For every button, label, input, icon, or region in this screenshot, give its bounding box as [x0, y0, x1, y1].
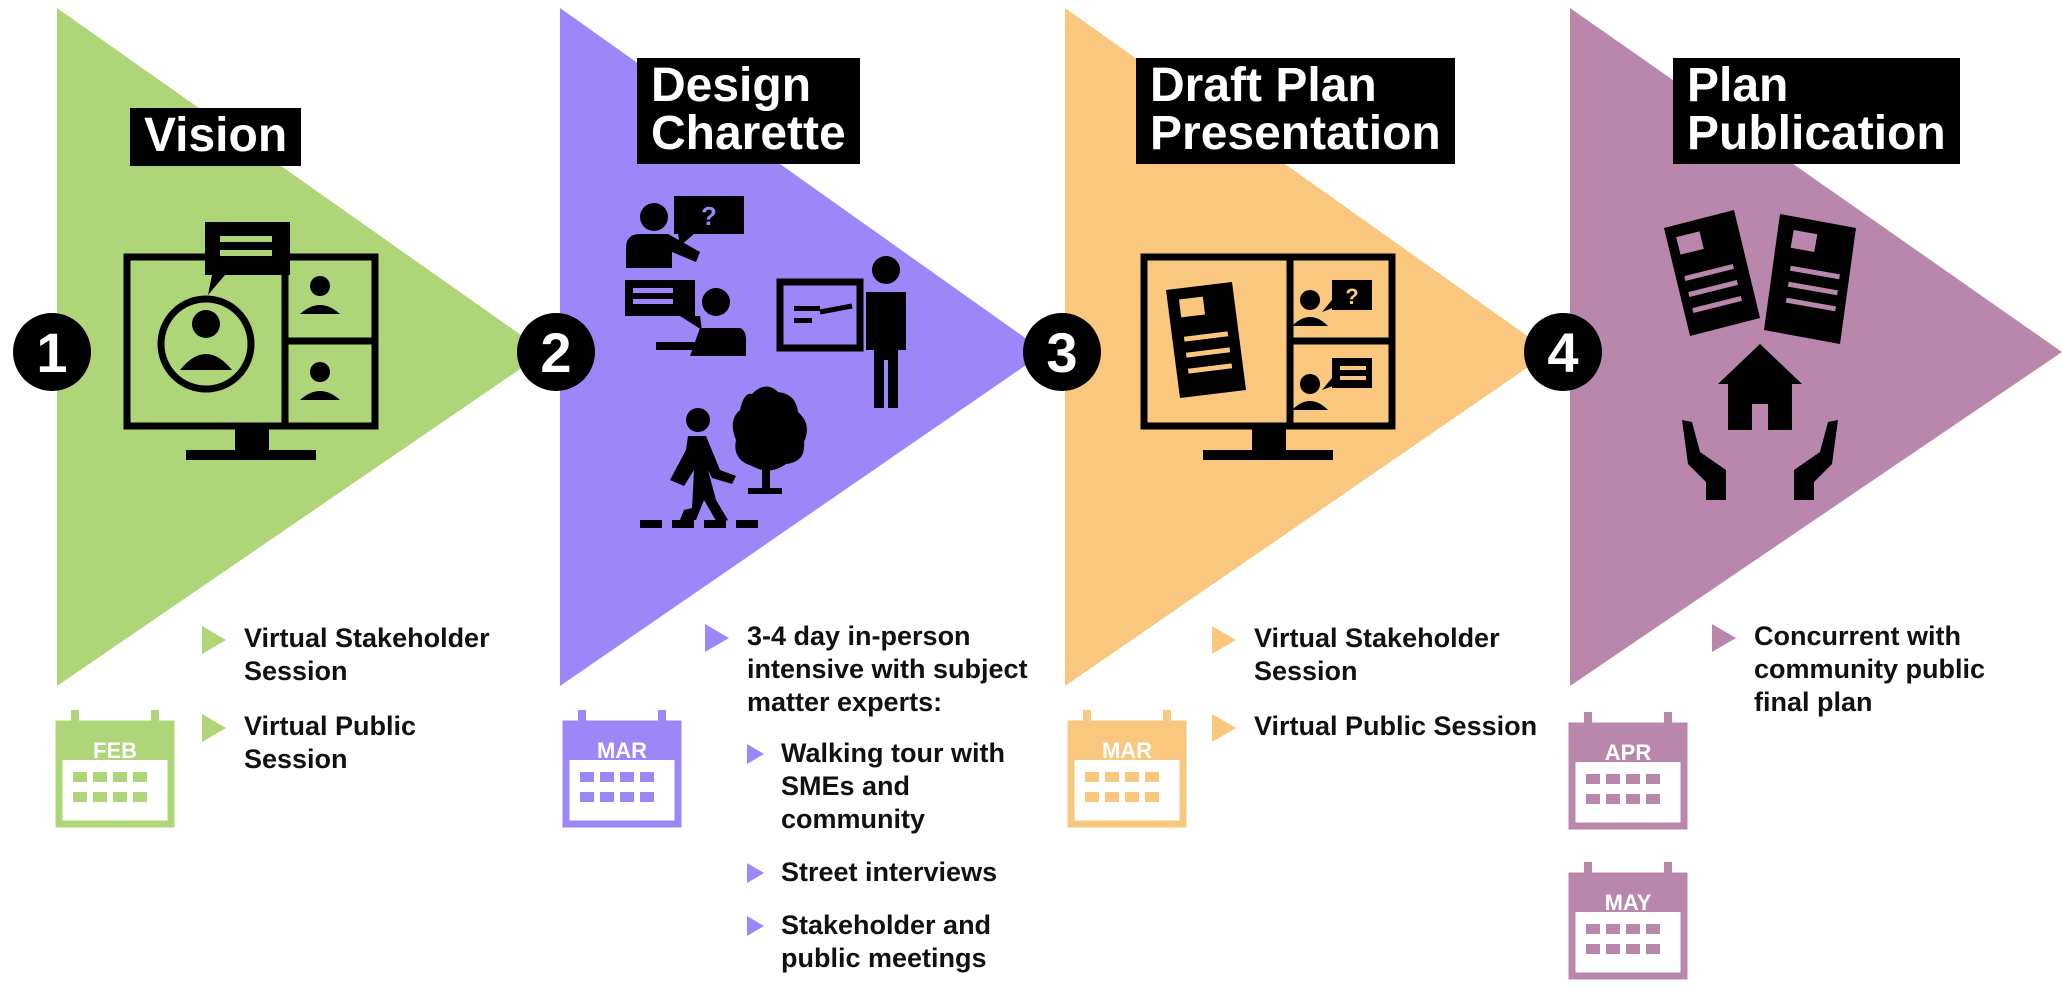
calendar-month: MAY — [1604, 890, 1652, 915]
triangle-bullet-icon — [747, 916, 764, 936]
stage4-calendar-may: MAY — [1568, 862, 1688, 980]
publication-house-hands-icon — [1664, 210, 1856, 500]
stage4-number: 4 — [1524, 313, 1602, 391]
stage3-bullet-2: Virtual Public Session — [1212, 710, 1542, 743]
stage1-arrow — [57, 8, 545, 686]
stage2-sub-bullet-2: Street interviews — [747, 856, 1045, 889]
stage3-bullets: Virtual Stakeholder Session Virtual Publ… — [1212, 622, 1542, 765]
triangle-bullet-icon — [1712, 624, 1736, 652]
stage4-bullet-1: Concurrent with community public final p… — [1712, 620, 2012, 719]
calendar-month: FEB — [93, 738, 137, 763]
stage3-arrow — [1065, 8, 1550, 686]
stage4-bullets: Concurrent with community public final p… — [1712, 620, 2012, 741]
stage3-number: 3 — [1023, 313, 1101, 391]
stage3-calendar-mar: MAR — [1067, 710, 1187, 828]
stage2-bullet-1: 3-4 day in-person intensive with subject… — [705, 620, 1045, 975]
triangle-bullet-icon — [747, 863, 764, 883]
stage1-calendar-feb: FEB — [55, 710, 175, 828]
calendar-month: MAR — [1101, 738, 1153, 763]
calendar-icon — [562, 710, 682, 828]
stage1-bullets: Virtual Stakeholder Session Virtual Publ… — [202, 622, 522, 798]
stage1-bullet-2: Virtual Public Session — [202, 710, 522, 776]
calendar-icon — [55, 710, 175, 828]
stage2-sub-bullets: Walking tour with SMEs and community Str… — [747, 737, 1045, 975]
stage2-title: Design Charette — [637, 58, 860, 164]
calendar-month: MAR — [596, 738, 648, 763]
triangle-bullet-icon — [1212, 714, 1236, 742]
triangle-bullet-icon — [202, 626, 226, 654]
stage2-number: 2 — [517, 313, 595, 391]
triangle-bullet-icon — [747, 744, 764, 764]
stage4-arrow — [1570, 8, 2062, 686]
stage3-title: Draft Plan Presentation — [1136, 58, 1455, 164]
stage2-calendar-mar: MAR — [562, 710, 682, 828]
svg-text:?: ? — [1345, 284, 1358, 309]
calendar-month: APR — [1604, 740, 1652, 765]
calendar-icon — [1067, 710, 1187, 828]
stage3-bullet-1: Virtual Stakeholder Session — [1212, 622, 1542, 688]
stage1-bullet-1: Virtual Stakeholder Session — [202, 622, 522, 688]
in-person-workshop-icons: ? — [625, 196, 906, 528]
triangle-bullet-icon — [202, 714, 226, 742]
calendar-icon — [1568, 862, 1688, 980]
stage2-sub-bullet-3: Stakeholder and public meetings — [747, 909, 1045, 975]
calendar-icon — [1568, 712, 1688, 830]
stage2-sub-bullet-1: Walking tour with SMEs and community — [747, 737, 1045, 836]
stage4-calendar-apr: APR — [1568, 712, 1688, 830]
stage4-title: Plan Publication — [1673, 58, 1960, 164]
triangle-bullet-icon — [1212, 626, 1236, 654]
triangle-bullet-icon — [705, 624, 729, 652]
stage1-title: Vision — [130, 108, 302, 166]
svg-text:?: ? — [701, 201, 717, 231]
stage1-number: 1 — [13, 313, 91, 391]
stage2-bullets: 3-4 day in-person intensive with subject… — [705, 620, 1045, 997]
